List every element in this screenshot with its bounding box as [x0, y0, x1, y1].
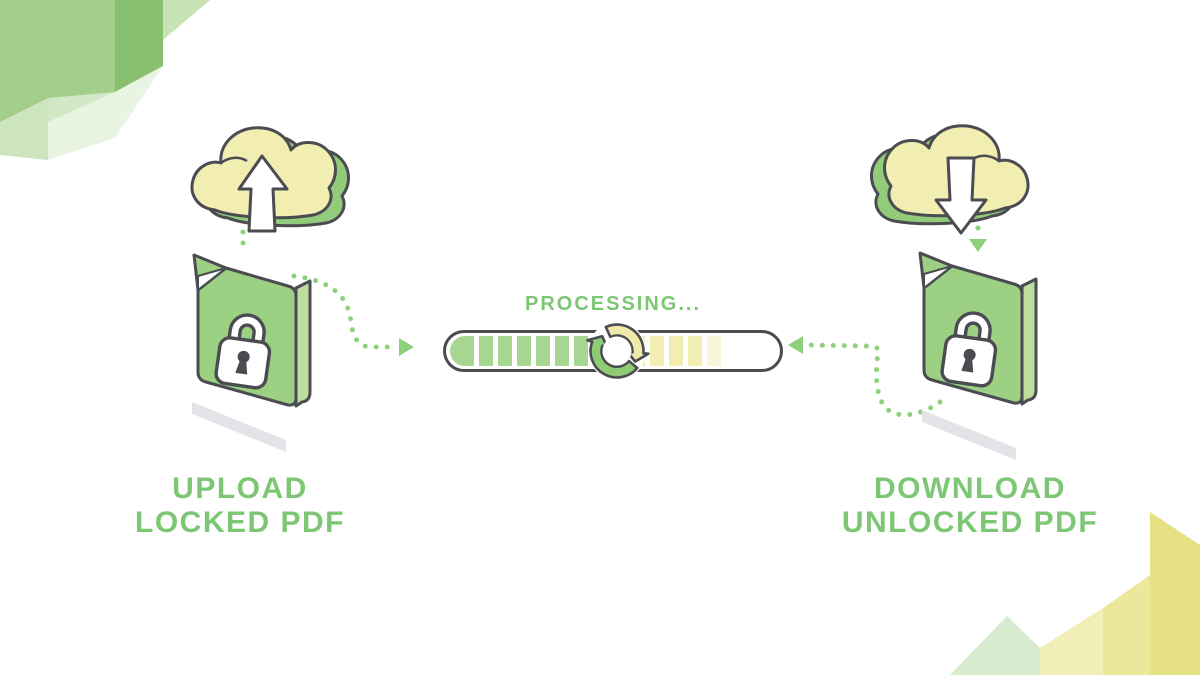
document-shadow — [192, 402, 286, 452]
download-arrow — [934, 156, 988, 235]
document-side-face — [1020, 277, 1038, 406]
progress-segment — [574, 336, 588, 366]
processing-status-label: PROCESSING... — [524, 293, 702, 315]
progress-segment — [517, 336, 531, 366]
padlock-icon — [214, 313, 272, 390]
sync-arrows-icon — [586, 322, 650, 380]
download-unlocked-pdf-label: DOWNLOAD UNLOCKED PDF — [815, 472, 1125, 540]
download-label-line1: DOWNLOAD — [874, 472, 1066, 505]
progress-segment — [555, 336, 569, 366]
cloud-upload-icon — [190, 126, 350, 233]
upload-label-line2: LOCKED PDF — [135, 506, 345, 539]
upload-label-line1: UPLOAD — [172, 472, 308, 505]
progress-segment — [450, 336, 474, 366]
progress-segment — [536, 336, 550, 366]
document-fold-underside — [923, 265, 953, 289]
progress-segment — [669, 336, 683, 366]
document-side-face — [294, 279, 312, 408]
padlock-icon — [940, 311, 998, 388]
download-label-line2: UNLOCKED PDF — [841, 506, 1099, 539]
progress-segment — [688, 336, 702, 366]
locked-pdf-document-right — [918, 251, 1038, 460]
cloud-crease-line — [220, 156, 248, 165]
sync-arrow-yellow — [604, 323, 650, 363]
document-shadow — [922, 410, 1016, 460]
upload-arrow — [237, 154, 289, 233]
top-left-decor — [0, 0, 210, 160]
progress-segment — [650, 336, 664, 366]
locked-pdf-document-left — [192, 253, 312, 452]
progress-segment — [479, 336, 493, 366]
left-arrowhead — [399, 338, 414, 356]
progress-segment — [707, 336, 721, 366]
cloud-download-icon — [870, 124, 1030, 235]
upload-locked-pdf-label: UPLOAD LOCKED PDF — [85, 472, 395, 540]
sync-arrow-green — [586, 334, 639, 379]
progress-segment — [498, 336, 512, 366]
document-fold-underside — [197, 267, 227, 291]
right-arrowhead — [788, 336, 803, 354]
